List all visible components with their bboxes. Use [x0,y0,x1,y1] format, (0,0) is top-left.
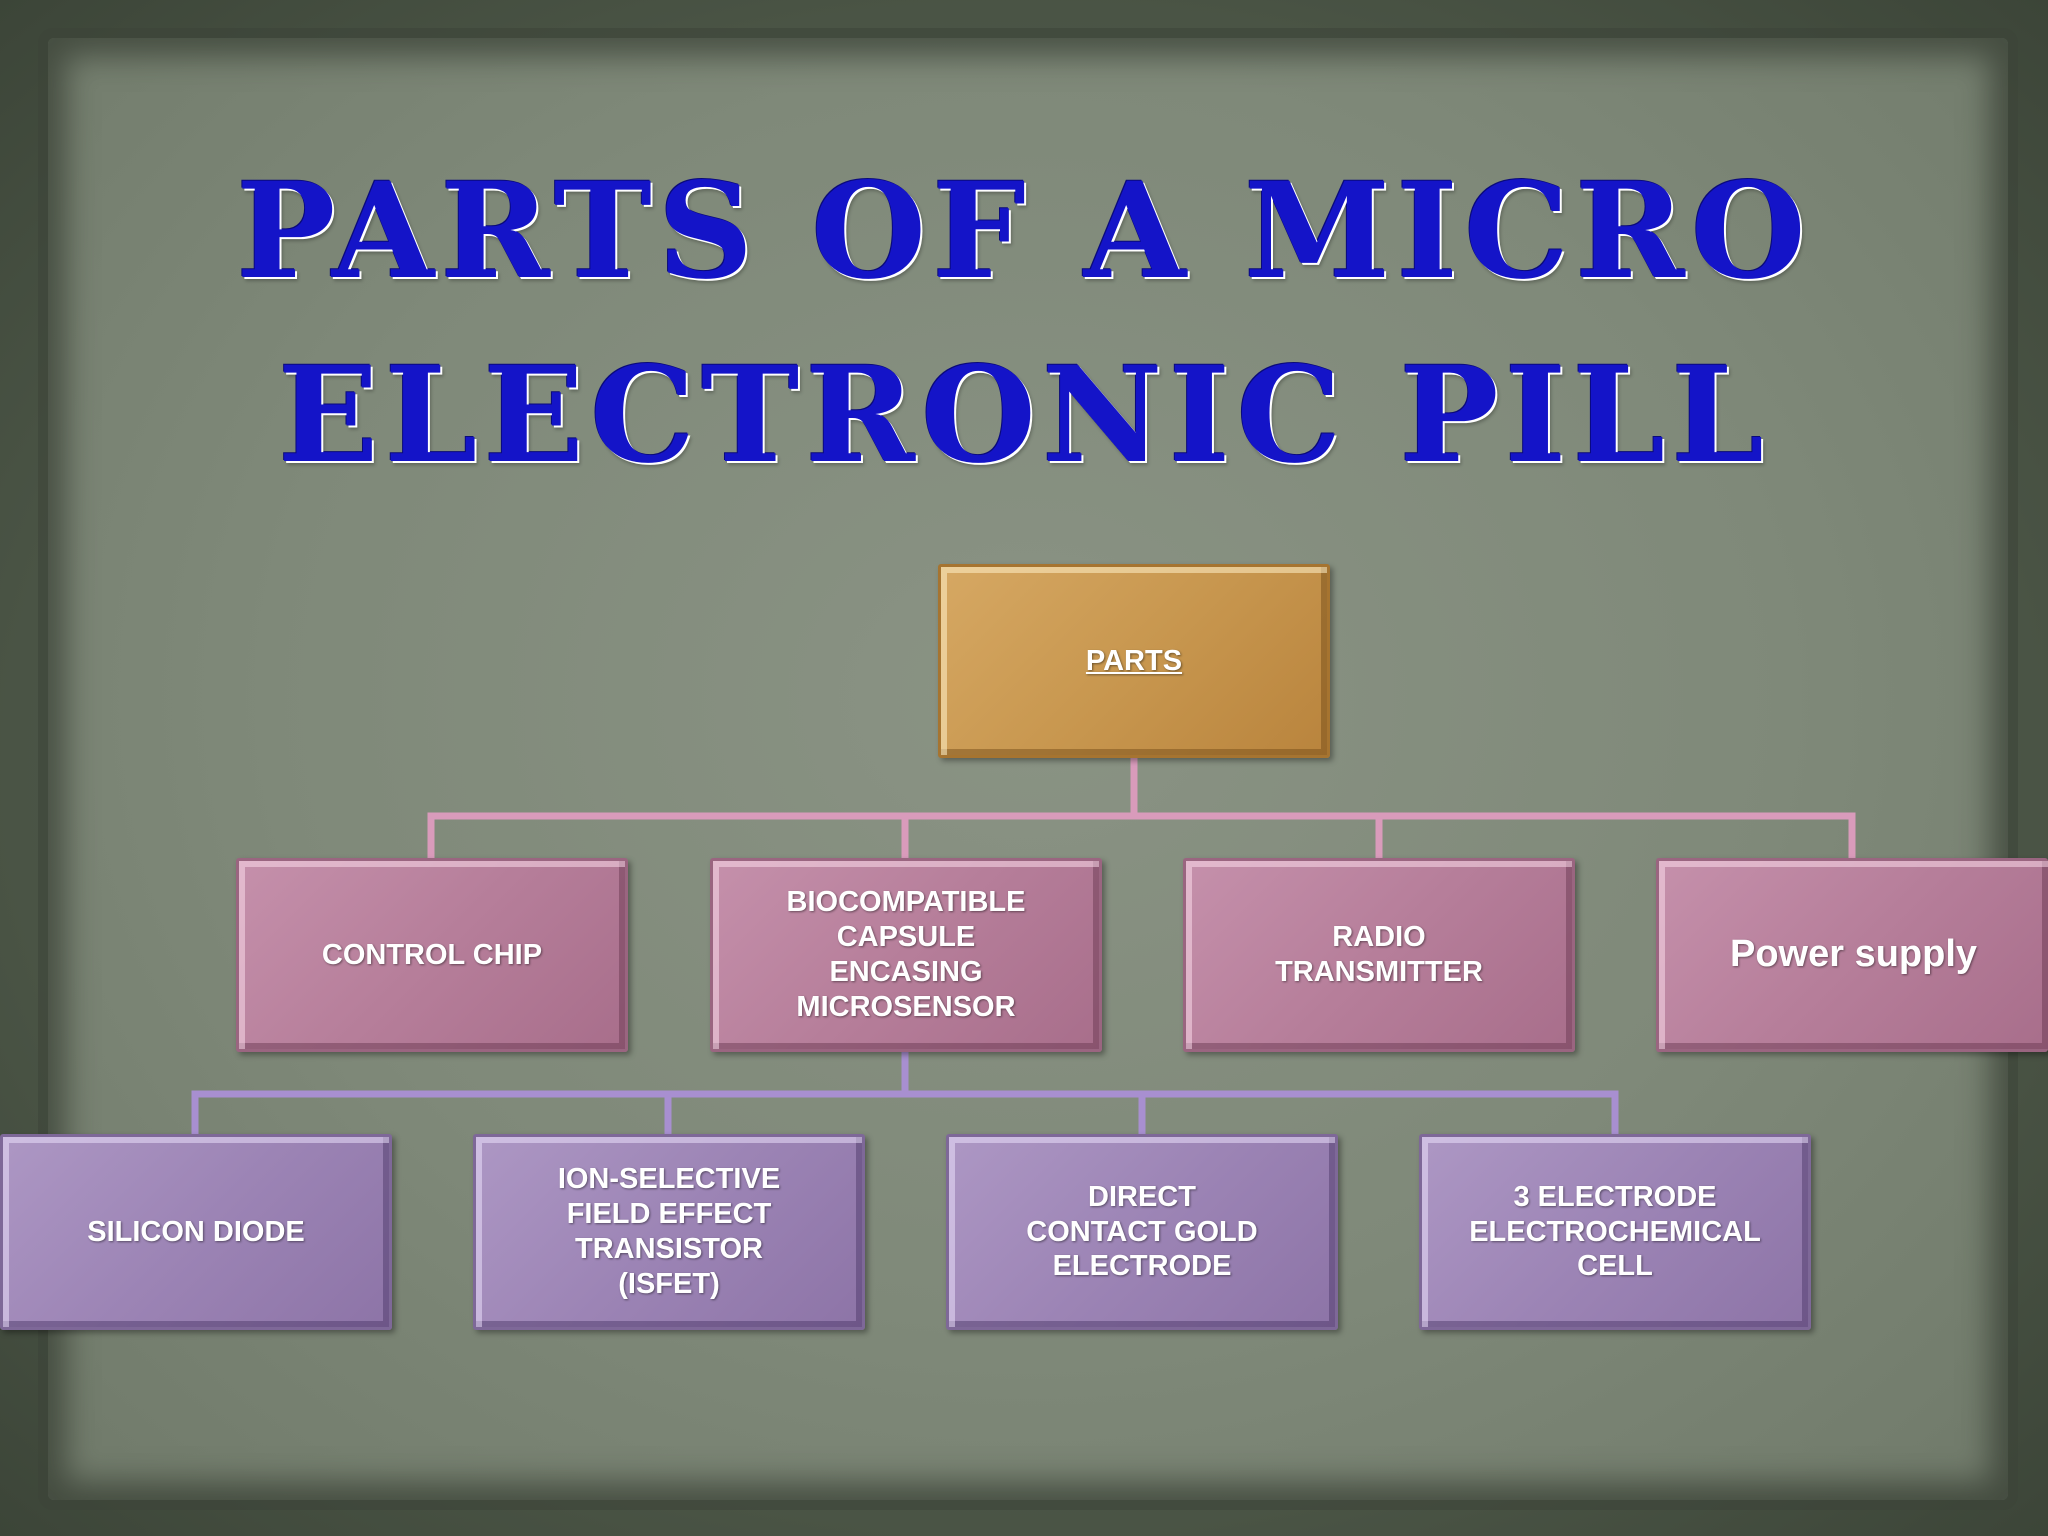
slide-title: PARTS OF A MICRO ELECTRONIC PILL [0,140,2048,508]
node-parts-label: PARTS [1085,644,1183,677]
node-control-chip-label: CONTROL CHIP [321,938,543,971]
node-radio-transmitter-label: RADIO TRANSMITTER [1275,921,1483,988]
node-control-chip: CONTROL CHIP [236,858,628,1052]
title-line-1: PARTS OF A MICRO [236,154,1812,309]
node-biocompatible-capsule: BIOCOMPATIBLE CAPSULE ENCASING MICROSENS… [710,858,1102,1052]
node-isfet: ION-SELECTIVE FIELD EFFECT TRANSISTOR (I… [473,1134,865,1330]
root-connectors [427,754,1856,862]
title-line-2: ELECTRONIC PILL [277,338,1771,493]
node-power-supply-label: Power supply [1729,933,1978,976]
node-gold-electrode: DIRECT CONTACT GOLD ELECTRODE [946,1134,1338,1330]
node-biocompatible-capsule-label: BIOCOMPATIBLE CAPSULE ENCASING MICROSENS… [786,886,1026,1023]
node-parts: PARTS [938,564,1330,758]
node-power-supply: Power supply [1656,858,2048,1052]
node-electrochemical-cell: 3 ELECTRODE ELECTROCHEMICAL CELL [1419,1134,1811,1330]
node-gold-electrode-label: DIRECT CONTACT GOLD ELECTRODE [1026,1180,1258,1283]
node-radio-transmitter: RADIO TRANSMITTER [1183,858,1575,1052]
node-isfet-label: ION-SELECTIVE FIELD EFFECT TRANSISTOR (I… [557,1163,781,1300]
node-electrochemical-cell-label: 3 ELECTRODE ELECTROCHEMICAL CELL [1469,1180,1761,1283]
capsule-connectors [191,1048,1619,1138]
node-silicon-diode: SILICON DIODE [0,1134,392,1330]
node-silicon-diode-label: SILICON DIODE [87,1215,305,1248]
